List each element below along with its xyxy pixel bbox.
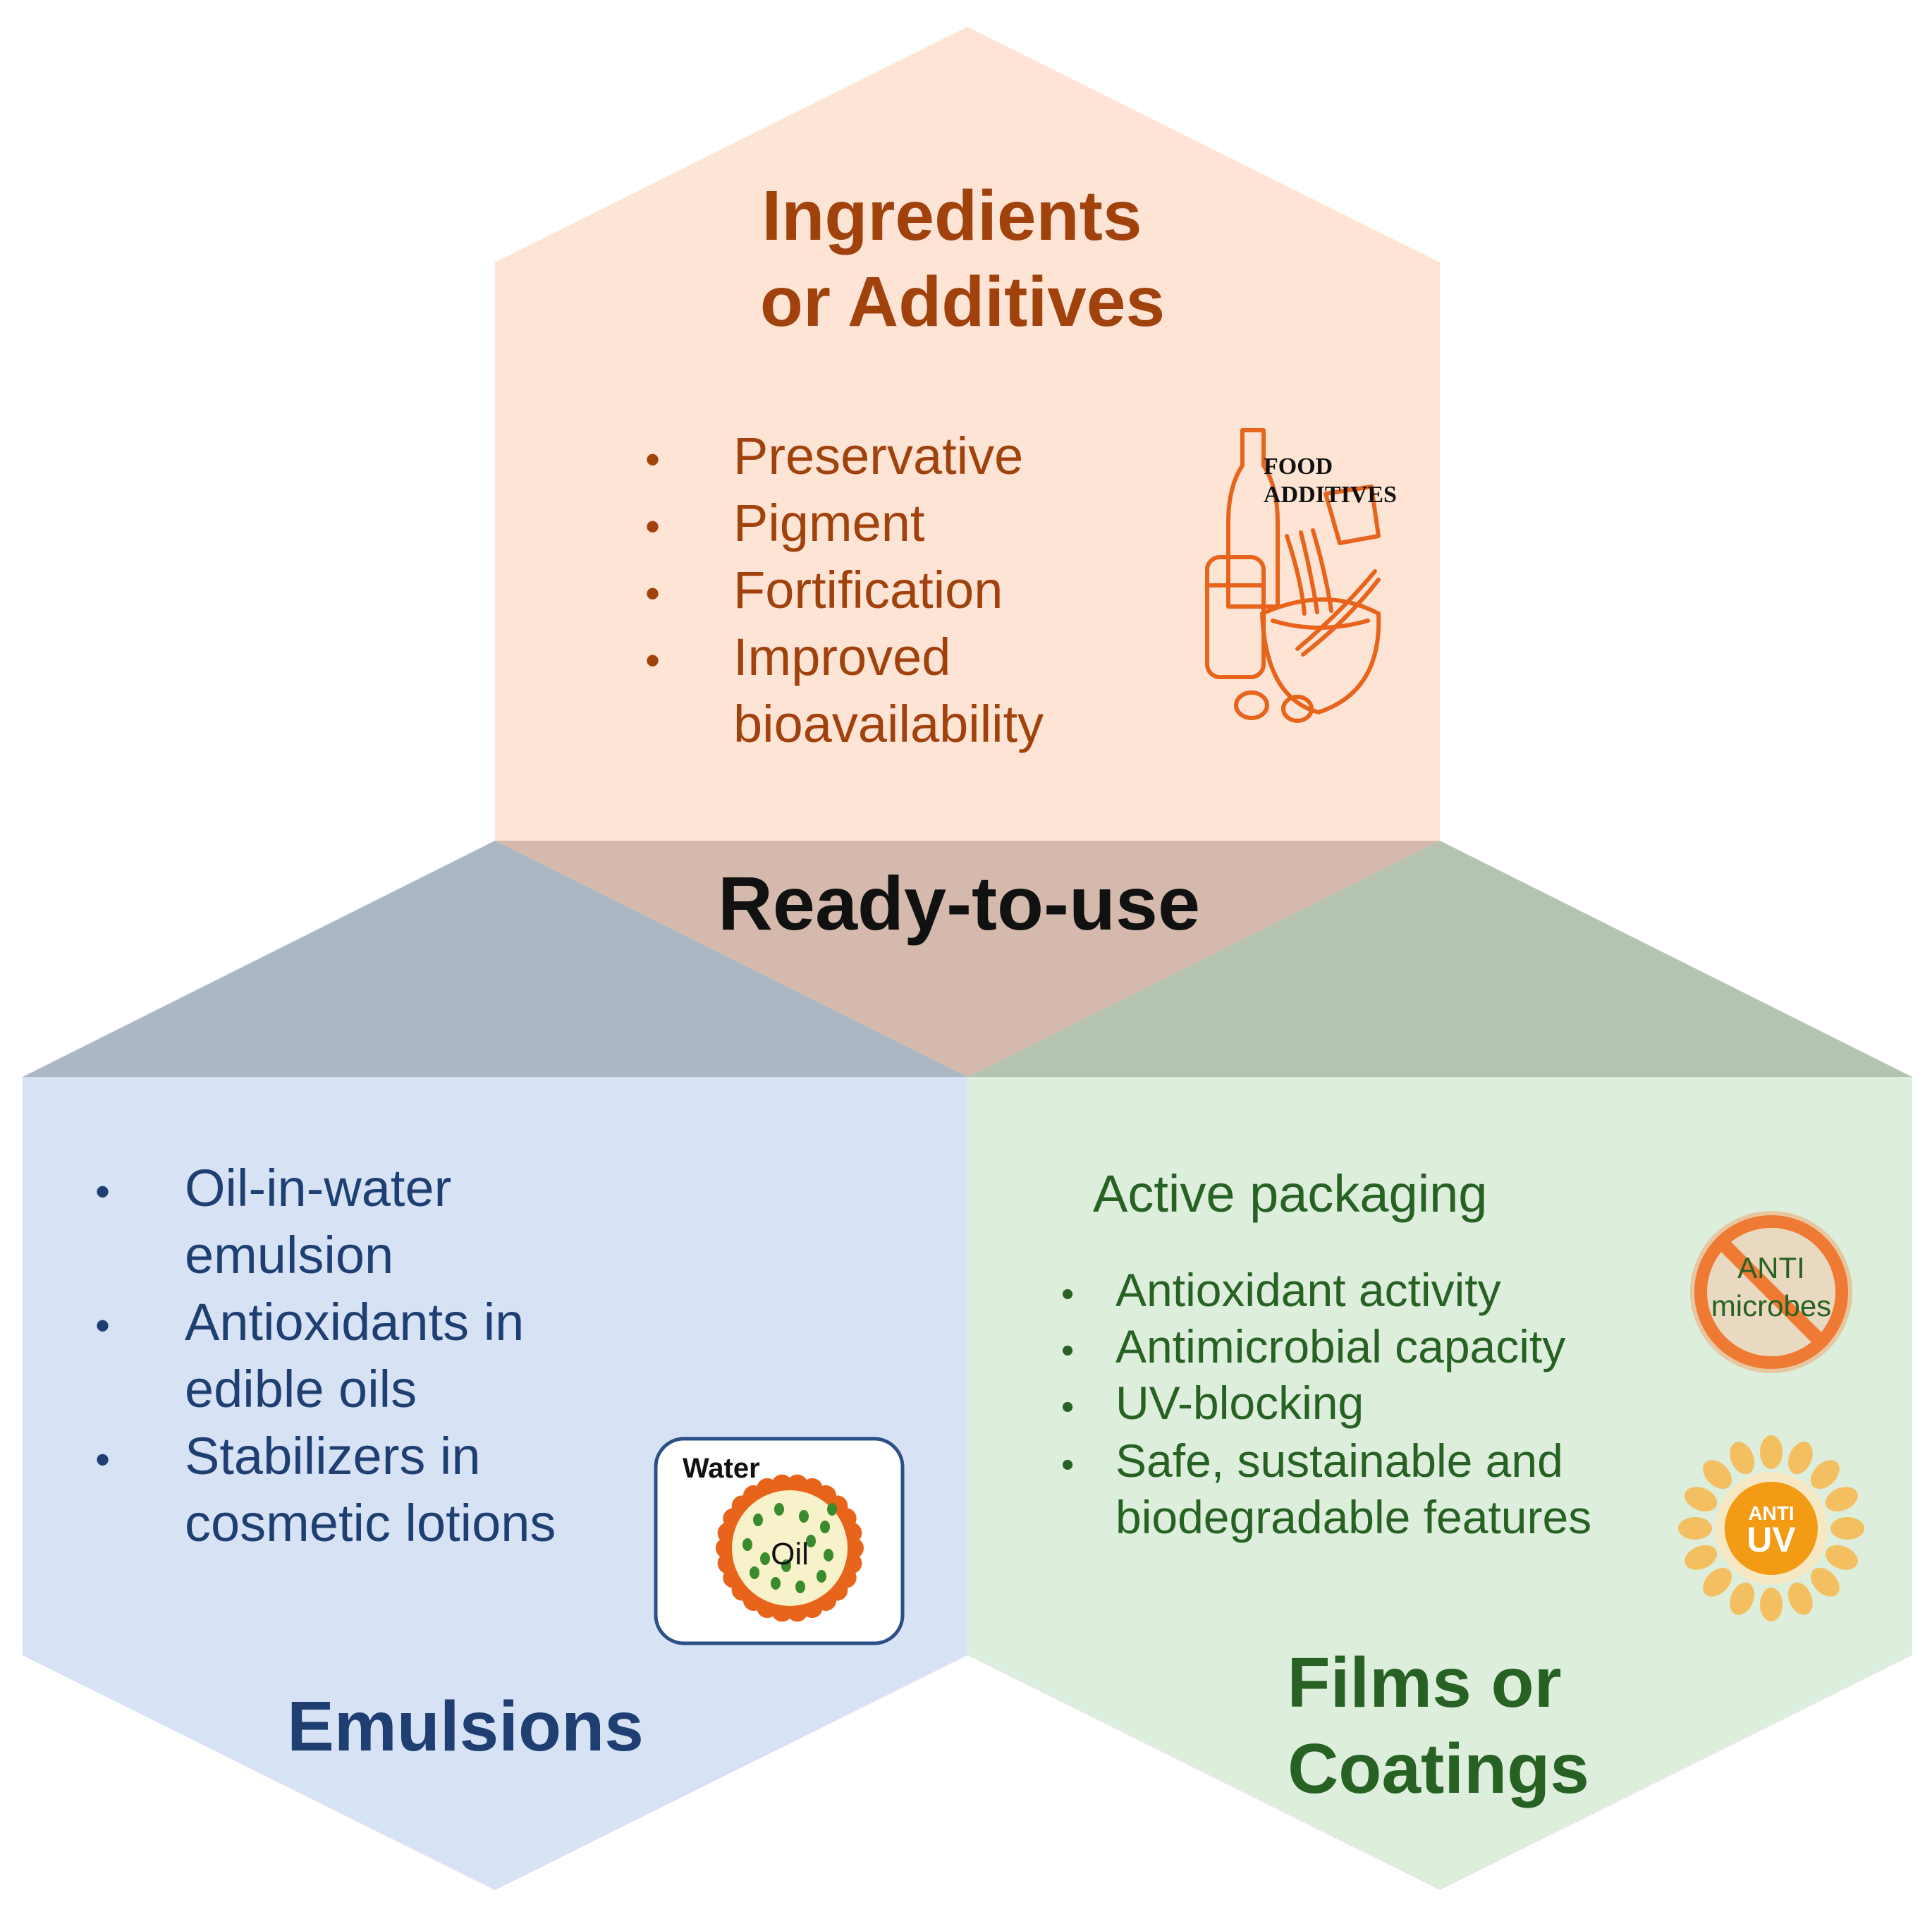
anti-microbes-line2: microbes	[1711, 1289, 1831, 1322]
bullet-dot: •	[1061, 1274, 1074, 1315]
list-item: bioavailability	[733, 695, 1044, 753]
oil-dot	[799, 1510, 809, 1523]
sun-ray	[1703, 1567, 1732, 1597]
bullet-dot: •	[645, 637, 660, 684]
list-item: Antioxidants in	[185, 1293, 524, 1351]
oil-in-water-droplet-icon	[654, 1437, 905, 1645]
sun-ray	[1787, 1442, 1813, 1475]
oil-dot	[774, 1503, 784, 1516]
films-title-line1: Films or	[1288, 1643, 1562, 1722]
sun-ray	[1830, 1517, 1864, 1540]
ingredients-title-line1: Ingredients	[762, 176, 1142, 255]
sun-ray	[1703, 1460, 1732, 1490]
oil-dot	[795, 1581, 805, 1593]
oil-dot	[827, 1503, 837, 1516]
sun-ray	[1685, 1487, 1718, 1512]
hexagon-films	[967, 841, 1912, 1890]
active-packaging-subtitle: Active packaging	[1093, 1164, 1487, 1223]
list-item: UV-blocking	[1115, 1377, 1364, 1429]
sun-rays	[1678, 1435, 1864, 1621]
oil-dot	[753, 1514, 763, 1526]
list-item: biodegradable features	[1115, 1491, 1591, 1543]
list-item: Safe, sustainable and	[1115, 1435, 1563, 1487]
bullet-dot: •	[645, 436, 660, 483]
emulsions-title: Emulsions	[287, 1687, 644, 1766]
bullet-dot: •	[95, 1302, 110, 1349]
overlap-top	[495, 841, 1440, 1077]
list-item: Preservative	[733, 427, 1023, 485]
oil-label: Oil	[771, 1537, 809, 1571]
food-additives-label-line2: ADDITIVES	[1264, 482, 1397, 508]
sun-ray	[1825, 1545, 1858, 1570]
list-item: Antioxidant activity	[1115, 1264, 1501, 1316]
list-item: Oil-in-water	[185, 1159, 451, 1217]
overlap-left	[23, 841, 967, 1077]
sun-ray	[1760, 1435, 1783, 1469]
center-label: Ready-to-use	[718, 860, 1200, 946]
oil-dots	[742, 1503, 837, 1593]
anti-uv-line2: UV	[1747, 1520, 1796, 1559]
anti-uv-line1: ANTI	[1748, 1502, 1794, 1524]
oil-dot	[824, 1549, 833, 1561]
films-bullet-list: • Antioxidant activity • Antimicrobial c…	[1061, 1264, 1591, 1543]
anti-uv-sun-icon	[1678, 1435, 1864, 1621]
ingredients-bullet-list: • Preservative • Pigment • Fortification…	[645, 427, 1044, 753]
sun-ray	[1685, 1545, 1718, 1570]
oil-dot	[771, 1577, 781, 1590]
list-item: Stabilizers in	[185, 1427, 481, 1485]
sun-ray	[1730, 1442, 1755, 1475]
list-item: Antimicrobial capacity	[1115, 1320, 1565, 1372]
oil-dot	[817, 1570, 826, 1583]
bullet-dot: •	[645, 570, 660, 617]
sun-ray	[1678, 1517, 1712, 1540]
list-item: Fortification	[733, 561, 1003, 619]
list-item: emulsion	[185, 1226, 393, 1284]
oil-dot	[750, 1566, 759, 1579]
sun-ray	[1825, 1487, 1858, 1512]
list-item: Pigment	[733, 494, 925, 552]
bullet-dot: •	[1061, 1444, 1074, 1485]
bullet-dot: •	[95, 1436, 110, 1483]
food-additives-label-line1: FOOD	[1264, 453, 1333, 480]
water-label: Water	[683, 1453, 760, 1484]
emulsions-bullet-list: • Oil-in-water emulsion • Antioxidants i…	[95, 1159, 556, 1552]
overlap-right	[967, 841, 1912, 1077]
list-item: cosmetic lotions	[185, 1494, 556, 1552]
bullet-dot: •	[1061, 1330, 1074, 1371]
sun-ray	[1760, 1588, 1783, 1621]
ingredients-title-line2: or Additives	[760, 262, 1165, 341]
bullet-dot: •	[1061, 1387, 1074, 1427]
sun-ray	[1810, 1567, 1840, 1597]
hexagon-ingredients	[495, 27, 1440, 1077]
oil-dot	[781, 1559, 791, 1572]
oil-dot	[806, 1535, 816, 1547]
sun-ray	[1787, 1582, 1813, 1615]
anti-microbes-icon	[1690, 1211, 1852, 1373]
list-item: edible oils	[185, 1360, 417, 1418]
oil-dot	[760, 1552, 770, 1565]
oil-dot	[820, 1521, 830, 1533]
sun-ray	[1730, 1582, 1755, 1615]
bullet-dot: •	[645, 503, 660, 550]
oil-dot	[742, 1538, 752, 1551]
list-item: Improved	[733, 628, 950, 686]
food-additives-icon	[1205, 428, 1381, 723]
sun-ray	[1810, 1460, 1840, 1490]
films-title-line2: Coatings	[1288, 1729, 1589, 1808]
anti-microbes-line1: ANTI	[1737, 1251, 1805, 1284]
bullet-dot: •	[95, 1168, 110, 1215]
